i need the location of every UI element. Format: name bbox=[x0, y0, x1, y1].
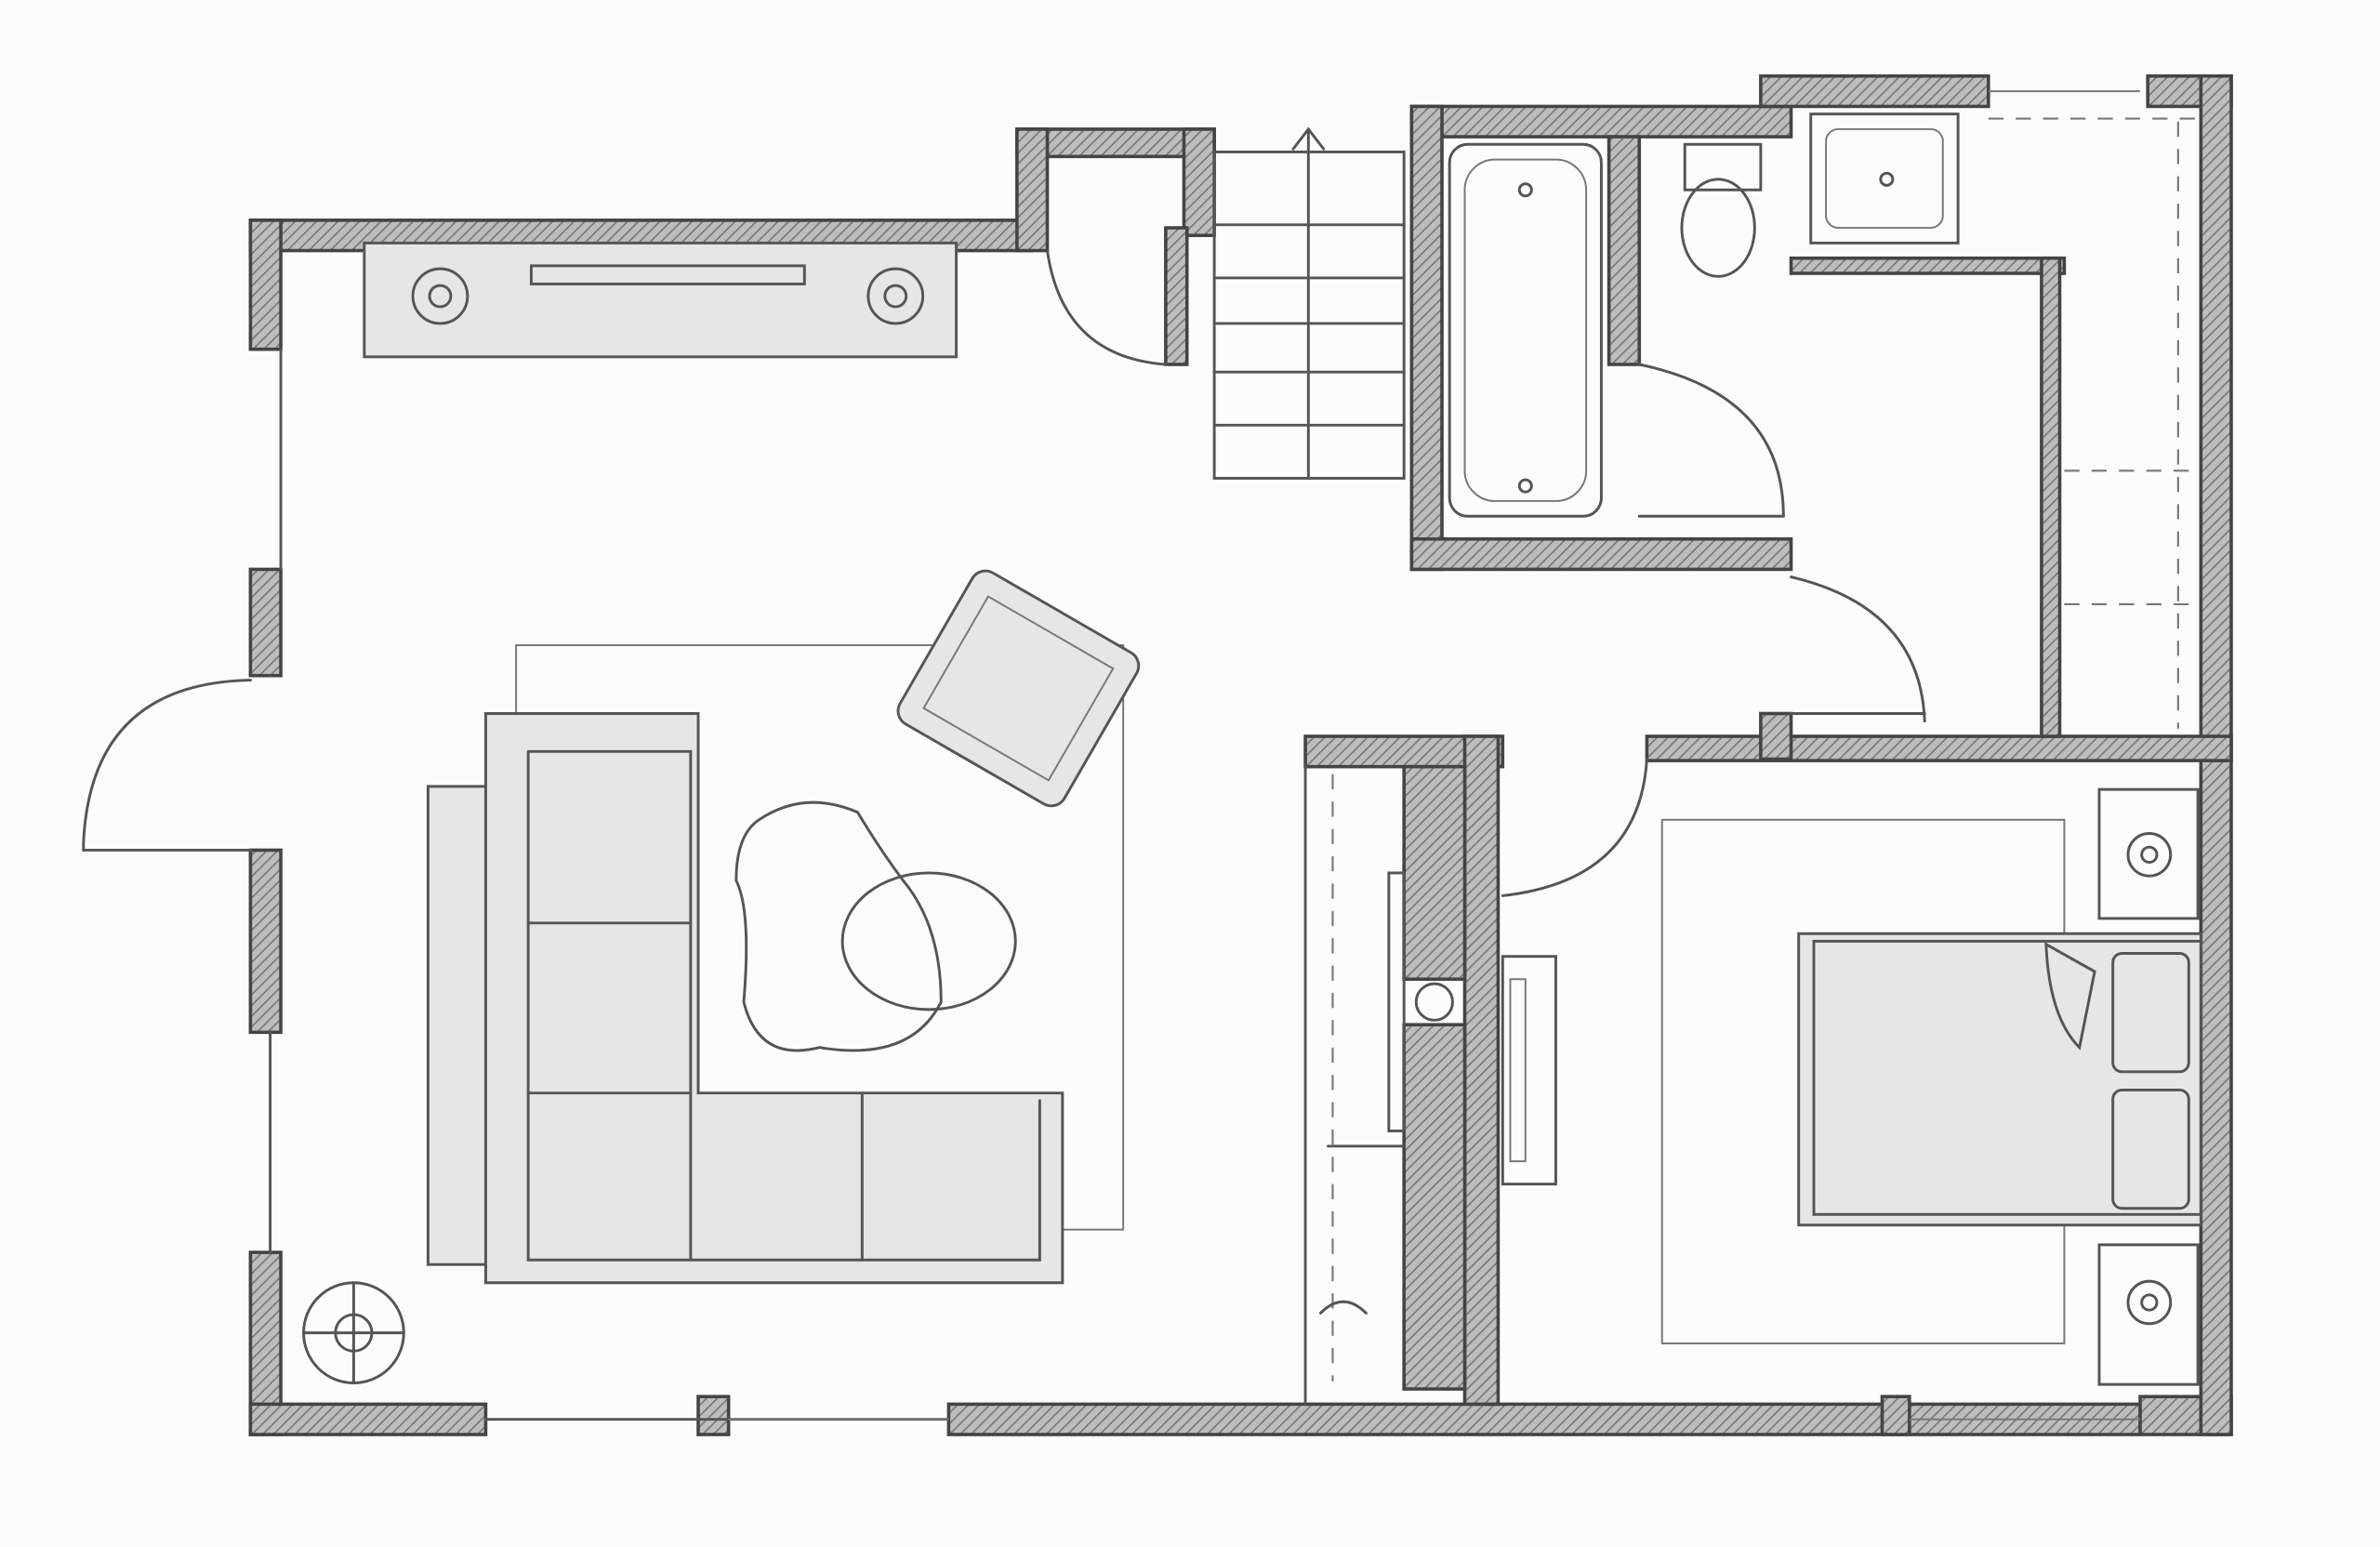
coffee-table bbox=[734, 800, 943, 1052]
side-table bbox=[840, 871, 1017, 1012]
bedroom bbox=[1660, 787, 2202, 1386]
floor-lamp-icon bbox=[302, 1281, 405, 1384]
door-swing-icon bbox=[82, 679, 252, 852]
table-lamp-icon bbox=[866, 267, 925, 325]
closet bbox=[1318, 774, 1557, 1382]
sectional-sofa bbox=[483, 712, 1064, 1285]
bathroom-fixtures bbox=[1448, 112, 2202, 729]
doors bbox=[82, 249, 1926, 897]
table-lamp-icon bbox=[2126, 832, 2173, 878]
table-lamp-icon bbox=[411, 267, 469, 325]
stairs-up-arrow-icon bbox=[1291, 126, 1326, 151]
bed bbox=[1797, 932, 2202, 1227]
armchair bbox=[896, 569, 1141, 808]
windows bbox=[728, 90, 2141, 1421]
living-room bbox=[302, 241, 1141, 1384]
tv-console bbox=[363, 241, 959, 359]
stairs bbox=[1212, 126, 1406, 480]
walls bbox=[248, 74, 2233, 1436]
table-lamp-icon bbox=[2126, 1279, 2173, 1326]
